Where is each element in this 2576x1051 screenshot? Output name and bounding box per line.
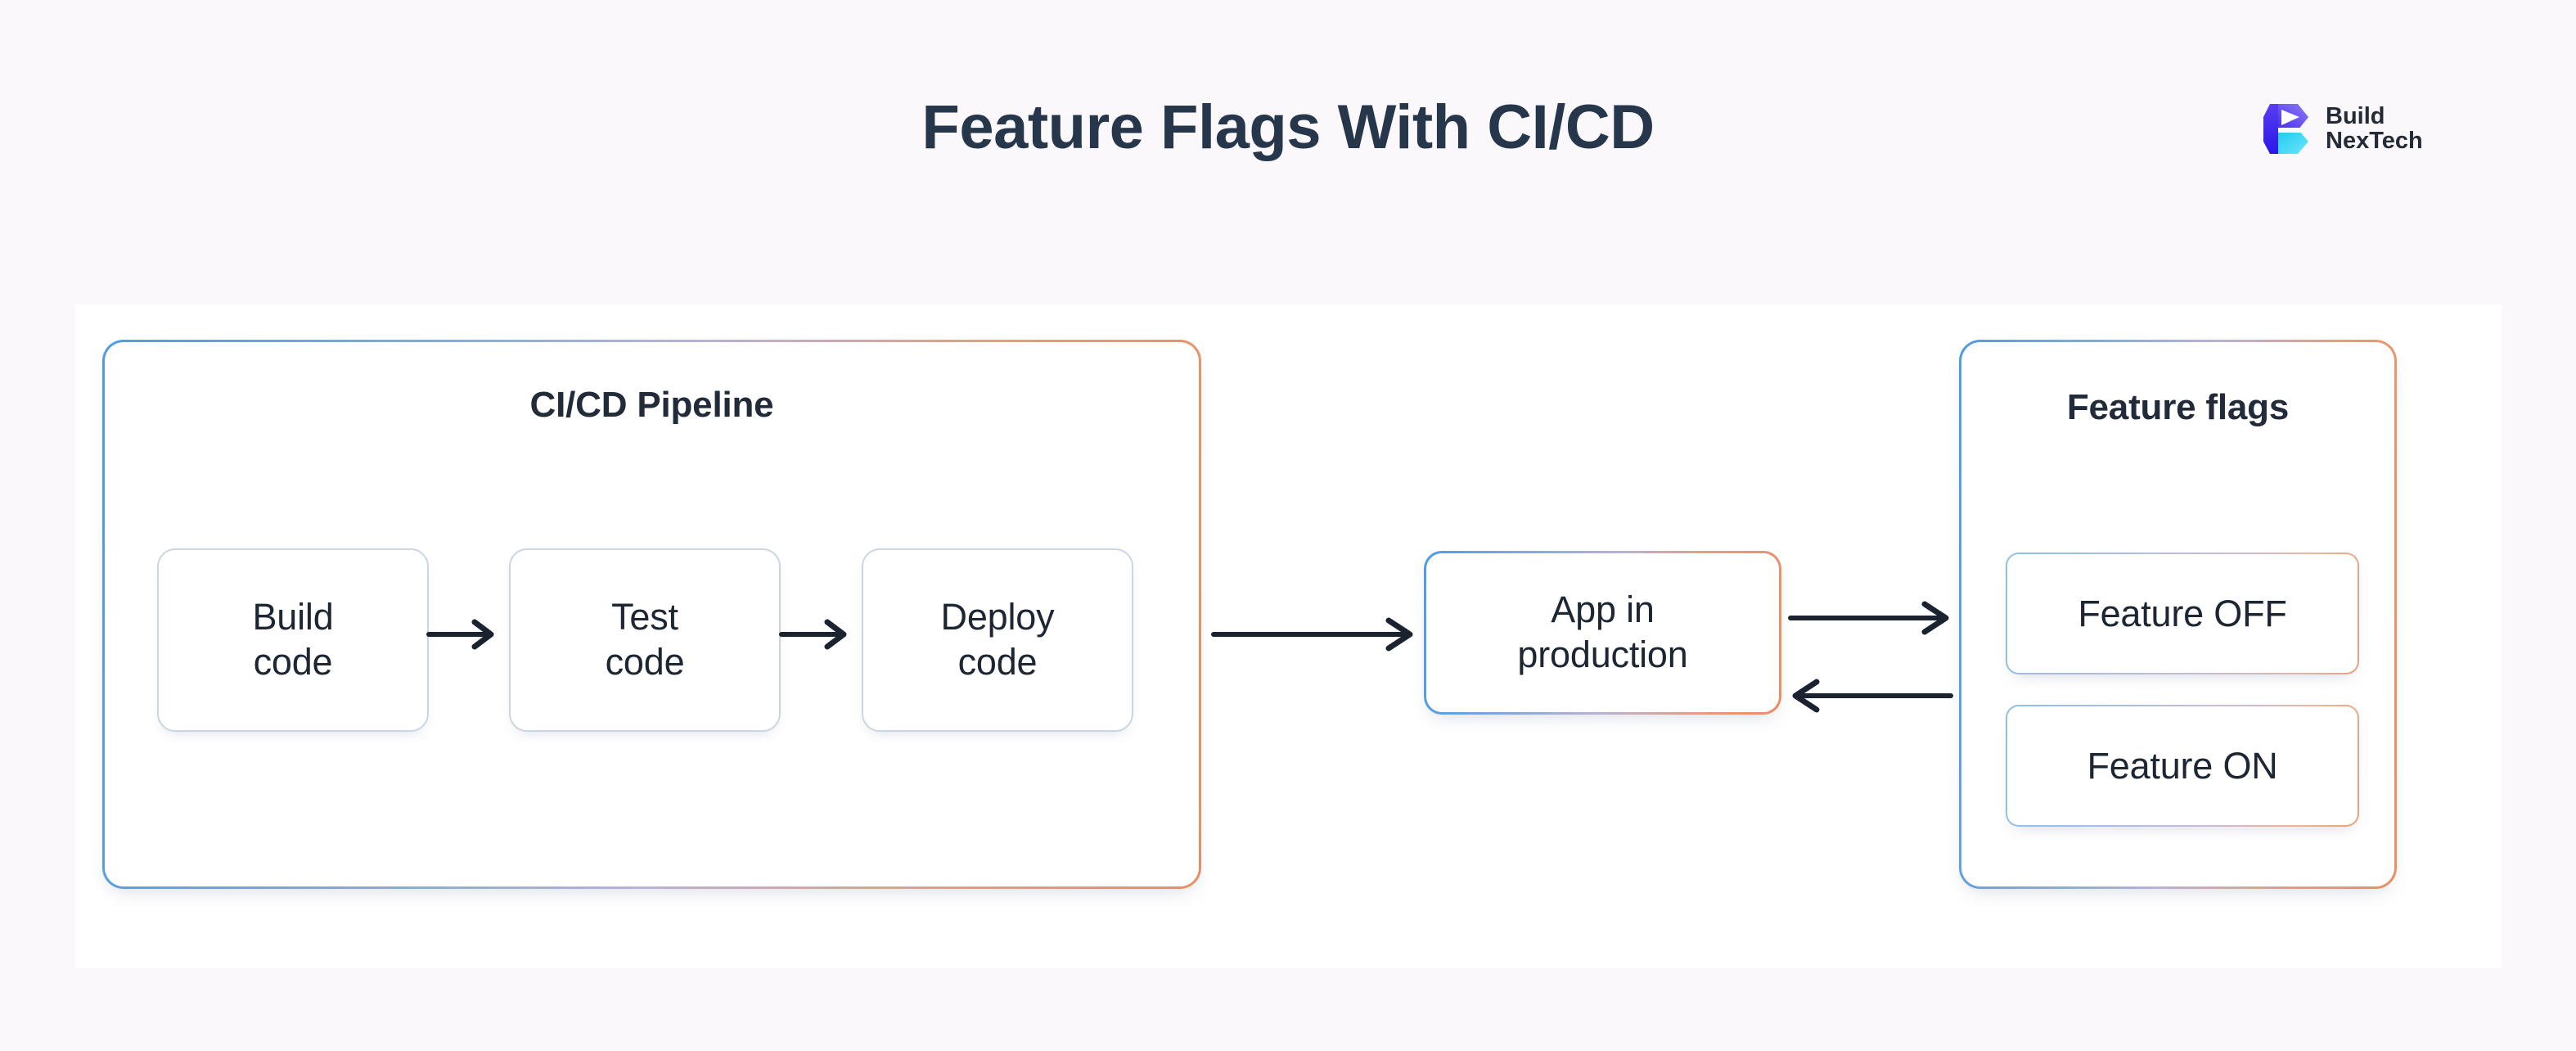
buildnextech-b-hexagon-logo-icon [2260, 100, 2313, 157]
arrow-build-to-test-icon [426, 618, 496, 651]
app-in-production-line1: App in [1551, 589, 1655, 631]
stage-build-code[interactable]: Build code [157, 548, 429, 732]
arrow-deploy-to-app-icon [1211, 617, 1415, 652]
app-in-production-label: App in production [1426, 553, 1779, 712]
app-in-production-box[interactable]: App in production [1424, 551, 1781, 715]
stage-test-code-line1: Test [611, 596, 678, 638]
stage-build-code-label: Build code [252, 595, 333, 685]
stage-test-code-label: Test code [606, 595, 685, 685]
brand-name-line1: Build [2326, 102, 2385, 129]
stage-deploy-code-line2: code [957, 641, 1038, 683]
stage-build-code-line1: Build [252, 596, 334, 638]
cicd-pipeline-title: CI/CD Pipeline [529, 385, 774, 425]
brand-name: Build NexTech [2326, 104, 2423, 153]
stage-deploy-code[interactable]: Deploy code [862, 548, 1133, 732]
arrow-app-to-flags-icon [1788, 601, 1951, 635]
feature-flags-container: Feature flags Feature OFF Feature ON [1959, 340, 2397, 889]
arrow-flags-to-app-icon [1790, 679, 1953, 713]
stage-deploy-code-line1: Deploy [940, 596, 1055, 638]
stage-build-code-line2: code [253, 641, 333, 683]
feature-flags-title: Feature flags [2066, 387, 2290, 427]
brand-name-line2: NexTech [2326, 128, 2423, 154]
stage-test-code[interactable]: Test code [509, 548, 781, 732]
app-in-production-line2: production [1517, 634, 1688, 675]
feature-flag-on-label: Feature ON [2087, 744, 2278, 787]
feature-flag-off-label: Feature OFF [2078, 592, 2287, 634]
feature-flag-on-chip[interactable]: Feature ON [2006, 705, 2359, 827]
stage-test-code-line2: code [605, 641, 685, 683]
feature-flag-off-chip[interactable]: Feature OFF [2006, 553, 2359, 674]
brand-logo: Build NexTech [2260, 100, 2423, 157]
page-title: Feature Flags With CI/CD [921, 92, 1655, 162]
arrow-test-to-deploy-icon [779, 618, 849, 651]
stage-deploy-code-label: Deploy code [941, 595, 1055, 685]
